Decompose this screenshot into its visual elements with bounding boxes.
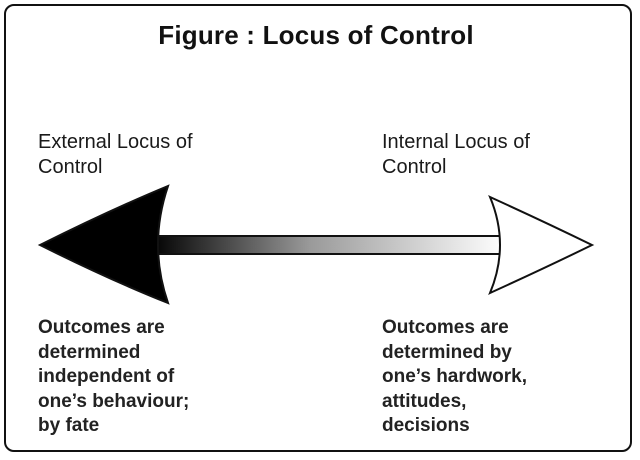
- external-locus-label: External Locus of Control: [38, 131, 193, 178]
- arrow-shaft: [149, 235, 507, 255]
- left-arrowhead: [37, 184, 170, 305]
- external-locus-description: Outcomes are determined independent of o…: [38, 317, 190, 436]
- figure-title: Figure : Locus of Control: [158, 20, 474, 50]
- internal-locus-description: Outcomes are determined by one’s hardwor…: [382, 317, 527, 436]
- right-arrowhead: [488, 195, 595, 295]
- internal-locus-label: Internal Locus of Control: [382, 131, 530, 178]
